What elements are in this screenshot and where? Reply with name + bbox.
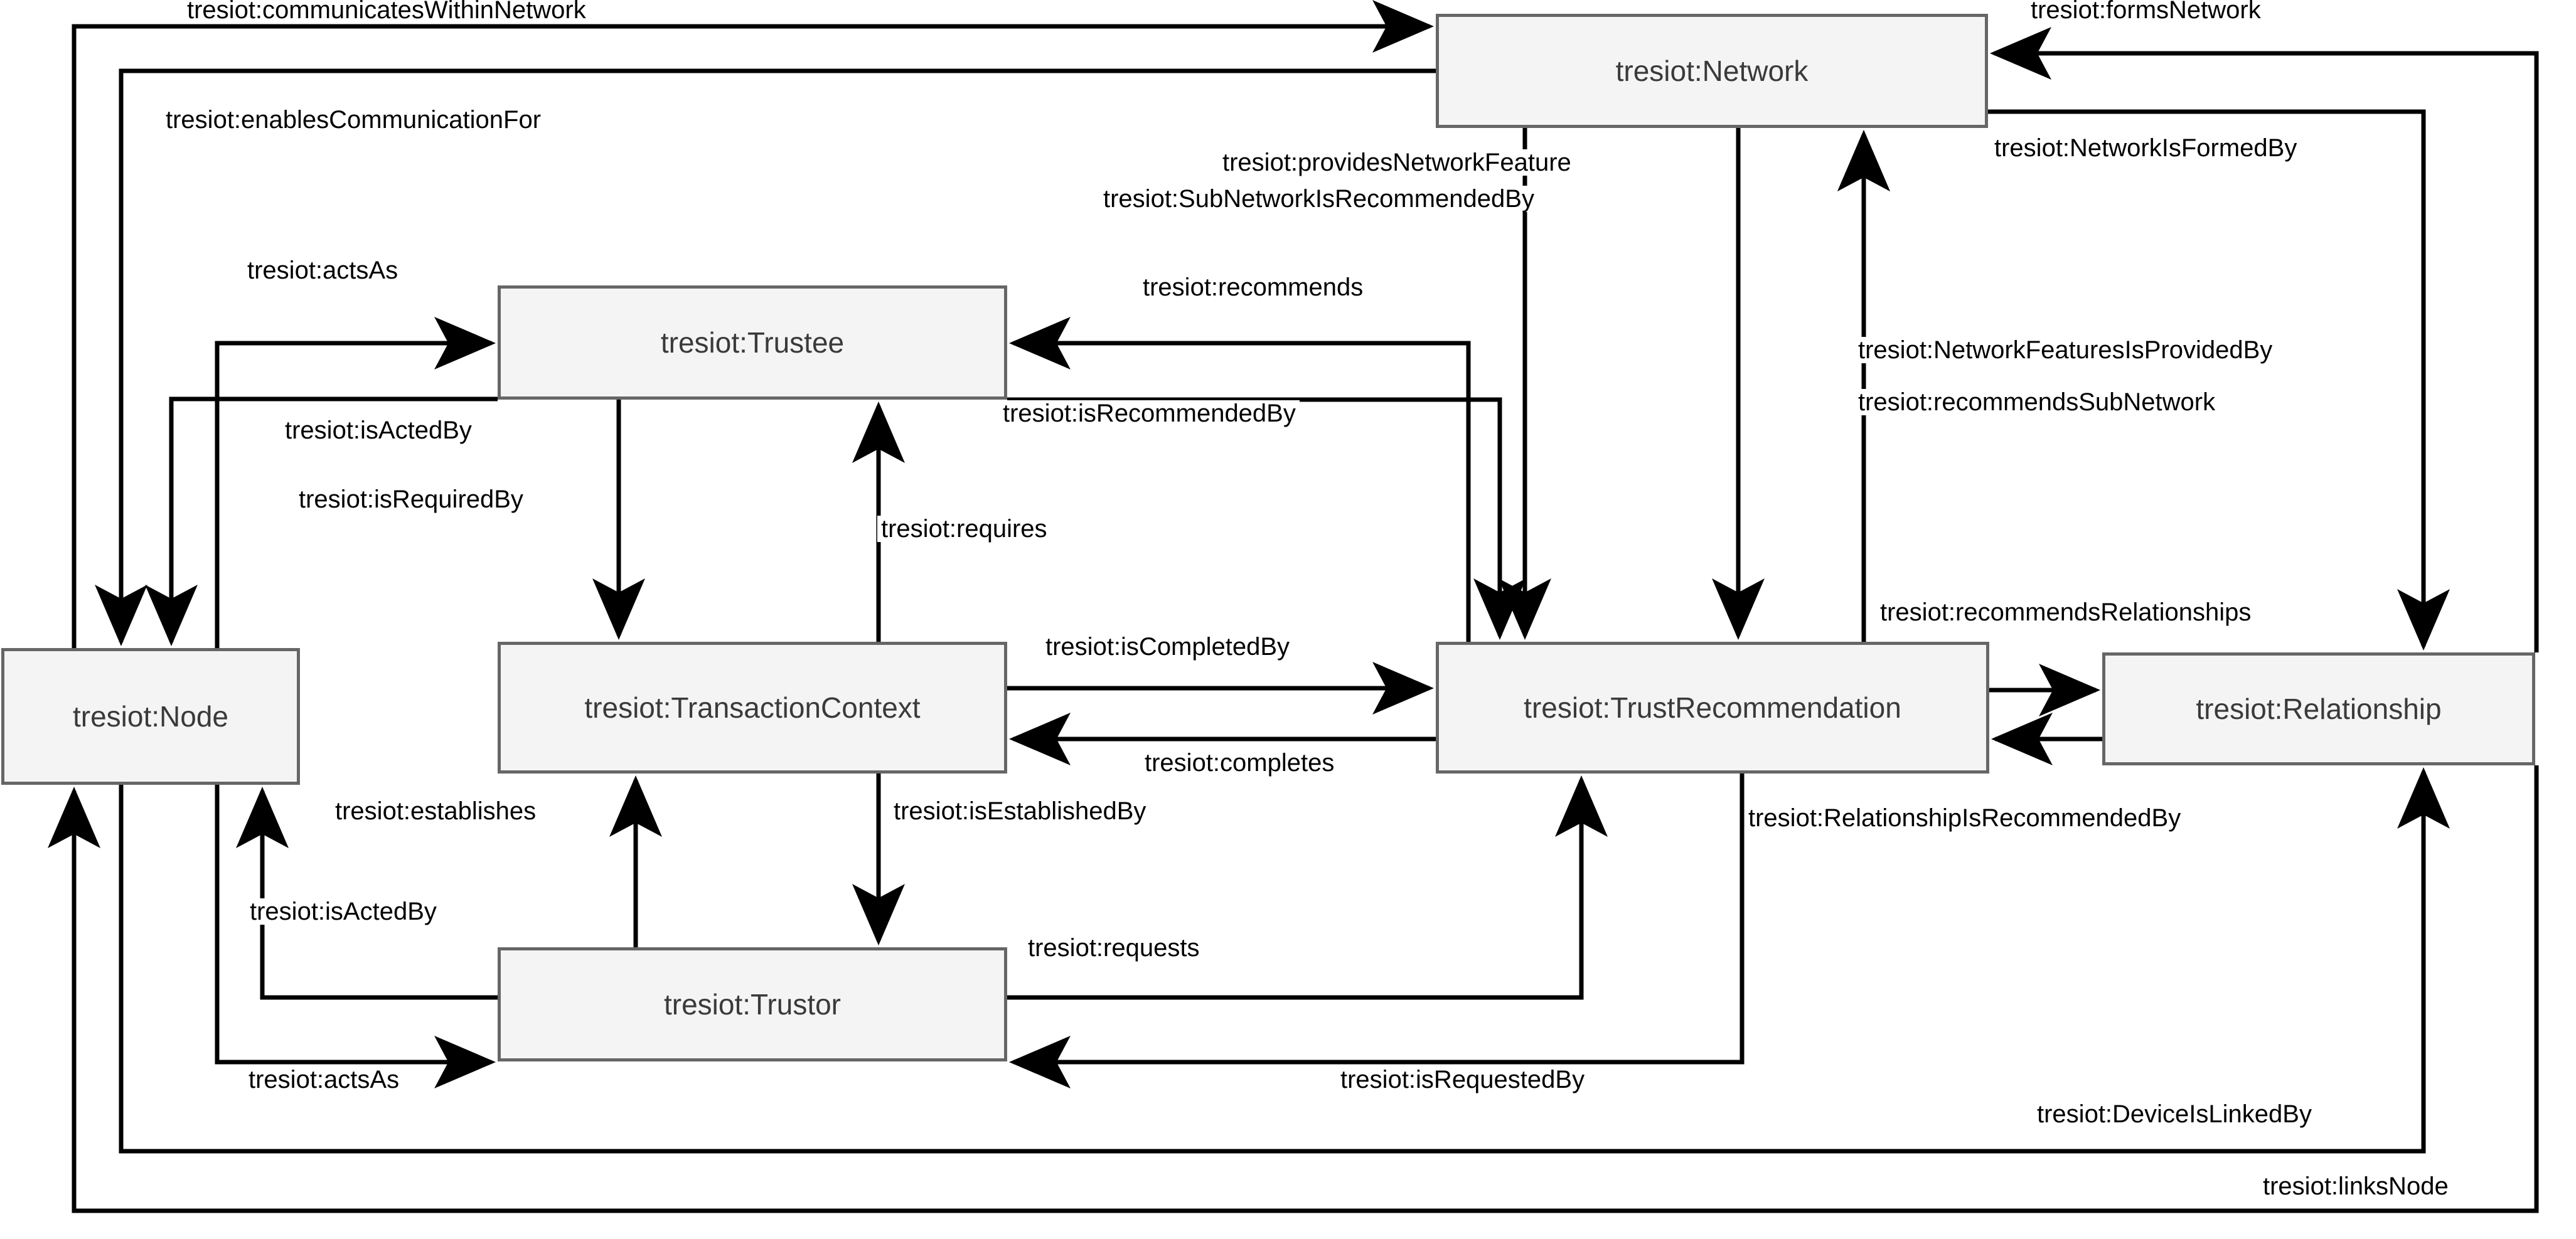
edge-label-SubNetworkIsRecommendedBy: tresiot:SubNetworkIsRecommendedBy [1099, 186, 1538, 212]
edge-label-isRecommendedBy: tresiot:isRecommendedBy [999, 400, 1300, 427]
node-trust-recommendation[interactable]: tresiot:TrustRecommendation [1436, 642, 1989, 774]
node-node[interactable]: tresiot:Node [1, 648, 300, 785]
edge-NetworkIsFormedBy [1988, 109, 2450, 651]
edge-enablesCommunicationFor [95, 68, 1436, 646]
edge-formsNetwork [1990, 26, 2539, 652]
edge-label-actsAs-top: tresiot:actsAs [243, 257, 402, 284]
edge-label-recommendsRelationships: tresiot:recommendsRelationships [1876, 599, 2255, 625]
node-relationship[interactable]: tresiot:Relationship [2102, 652, 2535, 765]
edge-label-isEstablishedBy: tresiot:isEstablishedBy [890, 798, 1150, 824]
edge-isRequestedBy [1009, 774, 1745, 1088]
edge-actsAs-node-trustee [215, 317, 496, 648]
edge-label-requests: tresiot:requests [1024, 935, 1204, 961]
edge-isActedBy-trustor-node [236, 787, 498, 1000]
edge-communicatesWithinNetwork [72, 0, 1434, 648]
edge-isRecommendedBy [1007, 397, 1526, 640]
edge-label-NetworkIsFormedBy: tresiot:NetworkIsFormedBy [1991, 135, 2301, 161]
node-node-label: tresiot:Node [72, 700, 228, 733]
edge-label-actsAs-bottom: tresiot:actsAs [245, 1066, 404, 1093]
edge-label-isRequestedBy: tresiot:isRequestedBy [1337, 1066, 1589, 1093]
edge-label-NetworkFeaturesIsProvidedBy: tresiot:NetworkFeaturesIsProvidedBy [1854, 337, 2277, 363]
node-trustee-label: tresiot:Trustee [660, 326, 845, 359]
node-trust-recommendation-label: tresiot:TrustRecommendation [1524, 691, 1901, 724]
edge-label-providesNetworkFeature: tresiot:providesNetworkFeature [1219, 149, 1575, 176]
node-network-label: tresiot:Network [1615, 55, 1809, 87]
edge-label-recommends: tresiot:recommends [1139, 274, 1367, 300]
edge-label-requires: tresiot:requires [877, 516, 1051, 542]
edge-label-DeviceIsLinkedBy: tresiot:DeviceIsLinkedBy [2033, 1101, 2316, 1127]
edge-label-completes: tresiot:completes [1141, 750, 1339, 776]
edge-recommends [1009, 317, 1471, 642]
edge-linksNode [48, 765, 2539, 1213]
node-trustee[interactable]: tresiot:Trustee [498, 285, 1007, 400]
node-transaction-context-label: tresiot:TransactionContext [584, 691, 921, 724]
edge-label-isRequiredBy: tresiot:isRequiredBy [295, 486, 527, 513]
edge-label-linksNode: tresiot:linksNode [2259, 1173, 2452, 1199]
edge-label-establishes: tresiot:establishes [331, 798, 540, 824]
edge-isActedBy-trustee-node [145, 396, 498, 646]
edge-label-communicatesWithinNetwork: tresiot:communicatesWithinNetwork [183, 0, 590, 23]
edge-label-RelationshipIsRecommendedBy: tresiot:RelationshipIsRecommendedBy [1745, 805, 2185, 831]
edge-label-isActedBy-top: tresiot:isActedBy [281, 417, 476, 444]
node-relationship-label: tresiot:Relationship [2196, 693, 2442, 725]
node-network[interactable]: tresiot:Network [1436, 14, 1988, 128]
edge-DeviceIsLinkedBy [119, 767, 2450, 1154]
node-trustor[interactable]: tresiot:Trustor [498, 947, 1007, 1061]
edge-requests [1007, 775, 1608, 1000]
edge-actsAs-node-trustor [215, 785, 496, 1088]
edge-label-isCompletedBy: tresiot:isCompletedBy [1042, 634, 1294, 660]
edge-label-enablesCommunicationFor: tresiot:enablesCommunicationFor [162, 107, 545, 133]
node-transaction-context[interactable]: tresiot:TransactionContext [498, 642, 1007, 774]
edge-label-recommendsSubNetwork: tresiot:recommendsSubNetwork [1854, 389, 2220, 415]
edge-label-formsNetwork: tresiot:formsNetwork [2027, 0, 2265, 23]
node-trustor-label: tresiot:Trustor [663, 988, 842, 1021]
edge-label-isActedBy-bottom: tresiot:isActedBy [246, 898, 441, 925]
